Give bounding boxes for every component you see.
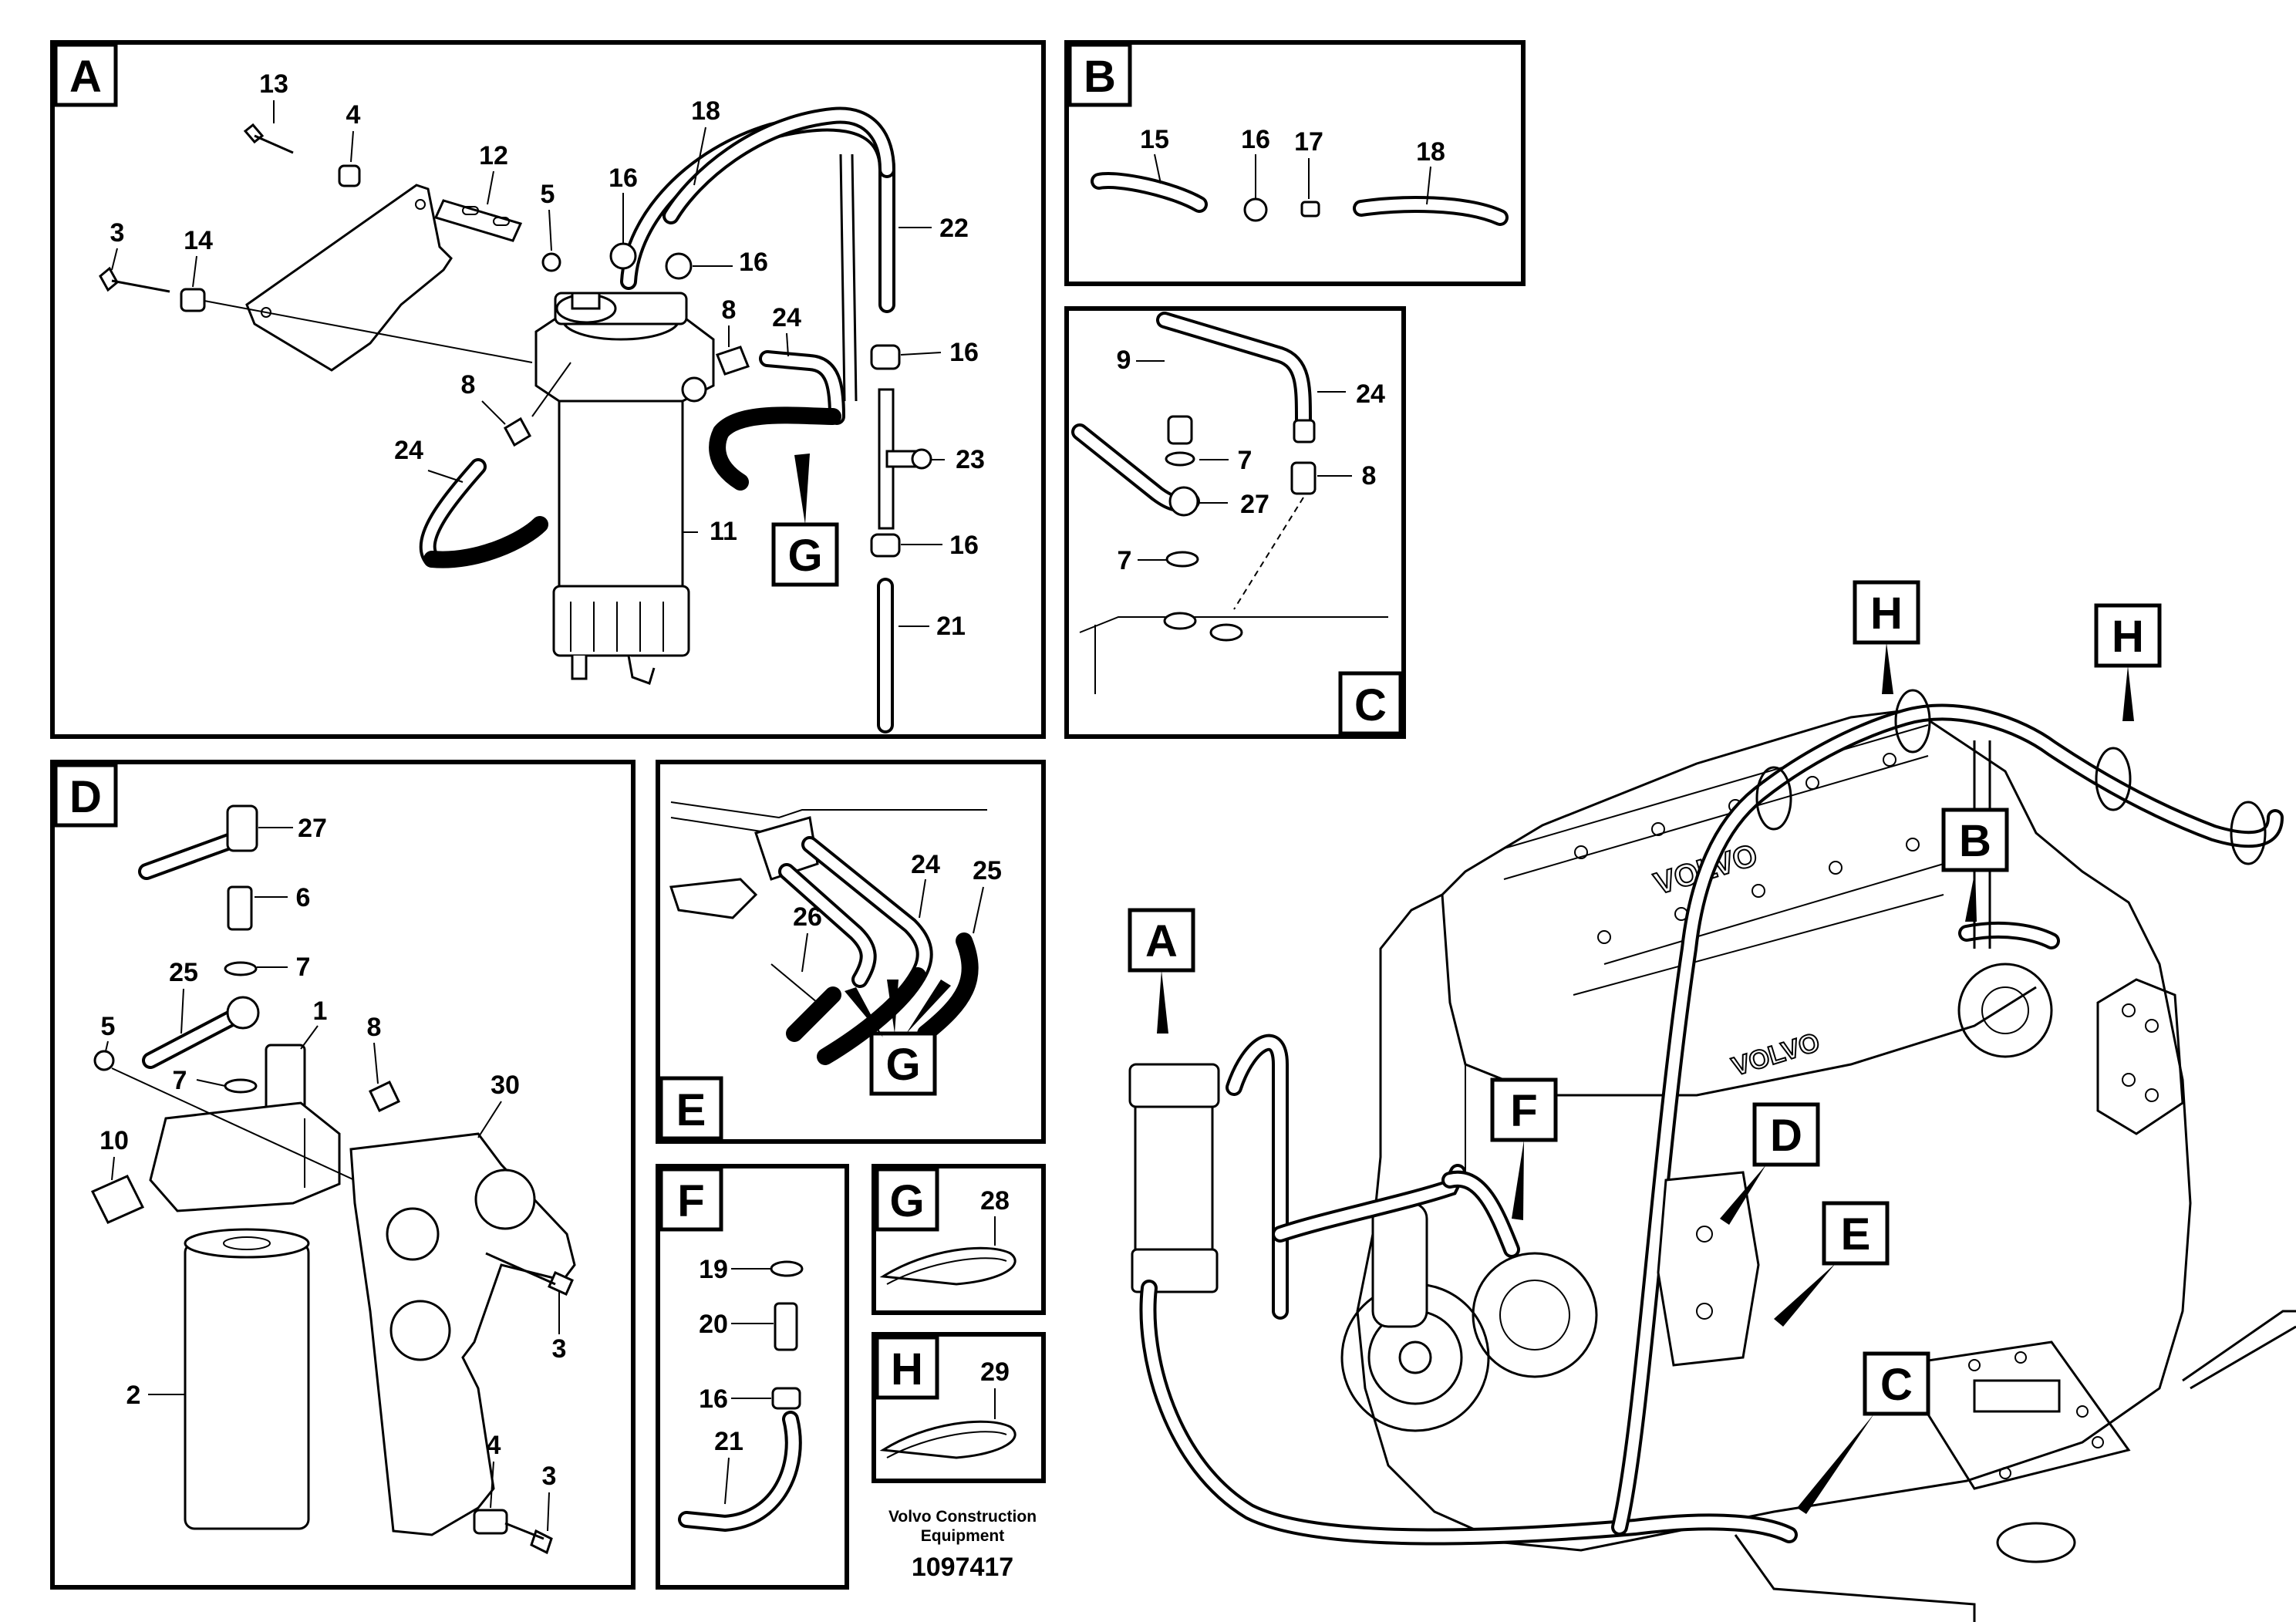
overview-tag-h2: H — [2112, 612, 2144, 662]
callout: 22 — [939, 214, 969, 243]
panel-b-tag: B — [1084, 52, 1116, 102]
panel-e-detail-tag: G — [885, 1040, 920, 1090]
panel-a-callouts: 13 4 12 5 3 14 18 16 16 22 8 24 8 — [110, 69, 985, 641]
panel-f-callouts: 19 20 16 21 — [699, 1255, 774, 1505]
company-line-2: Equipment — [921, 1527, 1005, 1545]
panel-a: A — [50, 40, 1046, 739]
panel-f-tag: F — [677, 1176, 704, 1226]
callout: 8 — [367, 1013, 382, 1042]
callout: 16 — [949, 531, 979, 560]
callout: 3 — [542, 1462, 557, 1491]
panel-g-tag: G — [889, 1176, 924, 1226]
callout: 5 — [101, 1012, 116, 1041]
panel-d: D 27 6 — [50, 760, 636, 1590]
callout: 12 — [479, 141, 508, 170]
overview-tag-c: C — [1880, 1360, 1913, 1410]
callout: 21 — [936, 612, 966, 641]
panel-e: E G 24 25 26 — [656, 760, 1046, 1144]
panel-d-callouts: 27 6 25 7 1 8 5 7 30 10 3 2 4 3 — [99, 814, 567, 1532]
callout: 24 — [394, 436, 423, 465]
panel-d-tag: D — [69, 772, 102, 822]
panel-c: C 9 24 7 8 27 7 — [1064, 306, 1406, 739]
callout: 26 — [793, 902, 822, 932]
callout: 25 — [169, 958, 198, 987]
panel-h-tag: H — [891, 1344, 923, 1394]
callout: 8 — [1362, 461, 1377, 491]
callout: 18 — [1416, 137, 1445, 167]
overview-tag-d: D — [1770, 1111, 1802, 1161]
panel-b-callouts: 15 16 17 18 — [1140, 125, 1445, 205]
callout: 25 — [973, 856, 1002, 885]
panel-c-callouts: 9 24 7 8 27 7 — [1117, 346, 1385, 575]
panel-h: H 29 — [872, 1332, 1046, 1483]
footer: Volvo Construction Equipment 1097417 — [888, 1508, 1037, 1582]
callout: 18 — [691, 96, 720, 126]
callout: 30 — [491, 1071, 520, 1100]
panel-g: G 28 — [872, 1164, 1046, 1315]
callout: 10 — [99, 1126, 129, 1155]
callout: 19 — [699, 1255, 728, 1284]
callout: 16 — [699, 1384, 728, 1414]
callout: 28 — [980, 1186, 1010, 1216]
panel-b: B 15 16 17 18 — [1064, 40, 1526, 286]
callout: 3 — [552, 1334, 567, 1364]
callout: 16 — [609, 164, 638, 193]
callout: 23 — [956, 445, 985, 474]
callout: 24 — [1356, 379, 1385, 409]
overview-tags: H H B A F D E C — [1128, 580, 2162, 1514]
callout: 7 — [1118, 546, 1132, 575]
callout: 27 — [1240, 490, 1269, 519]
callout: 4 — [487, 1431, 501, 1460]
drawing-number: 1097417 — [912, 1553, 1013, 1582]
callout: 16 — [739, 248, 768, 277]
callout: 7 — [296, 953, 311, 982]
callout: 21 — [714, 1427, 743, 1456]
callout: 4 — [346, 100, 361, 130]
panel-e-callouts: 24 25 26 — [793, 850, 1002, 973]
overview-tag-b: B — [1959, 816, 1991, 866]
overview-tag-e: E — [1841, 1209, 1871, 1259]
callout: 1 — [313, 996, 328, 1026]
engine-overview: VOLVO VOLVO — [1128, 580, 2296, 1622]
callout: 15 — [1140, 125, 1169, 154]
callout: 6 — [296, 883, 311, 912]
callout: 14 — [184, 226, 213, 255]
panel-a-detail-tag: G — [787, 531, 822, 581]
callout: 16 — [949, 338, 979, 367]
panel-a-tag: A — [69, 52, 102, 102]
callout: 2 — [126, 1381, 141, 1410]
panel-c-tag: C — [1354, 680, 1387, 730]
callout: 16 — [1241, 125, 1270, 154]
panel-f: F 19 20 16 21 — [656, 1164, 849, 1590]
company-line-1: Volvo Construction — [888, 1508, 1037, 1526]
callout: 3 — [110, 218, 125, 248]
callout: 5 — [541, 180, 555, 209]
overview-tag-f: F — [1510, 1086, 1537, 1136]
panel-e-tag: E — [676, 1085, 706, 1135]
callout: 29 — [980, 1357, 1010, 1387]
callout: 17 — [1294, 127, 1323, 157]
callout: 24 — [911, 850, 940, 879]
callout: 11 — [710, 517, 737, 546]
callout: 20 — [699, 1310, 728, 1339]
callout: 8 — [722, 295, 737, 325]
callout: 24 — [772, 303, 801, 332]
callout: 27 — [298, 814, 327, 843]
callout: 7 — [1238, 446, 1253, 475]
overview-tag-h1: H — [1870, 588, 1903, 639]
overview-tag-a: A — [1145, 916, 1178, 966]
callout: 13 — [259, 69, 288, 99]
callout: 7 — [173, 1066, 187, 1095]
callout: 9 — [1117, 346, 1131, 375]
callout: 8 — [461, 370, 476, 400]
